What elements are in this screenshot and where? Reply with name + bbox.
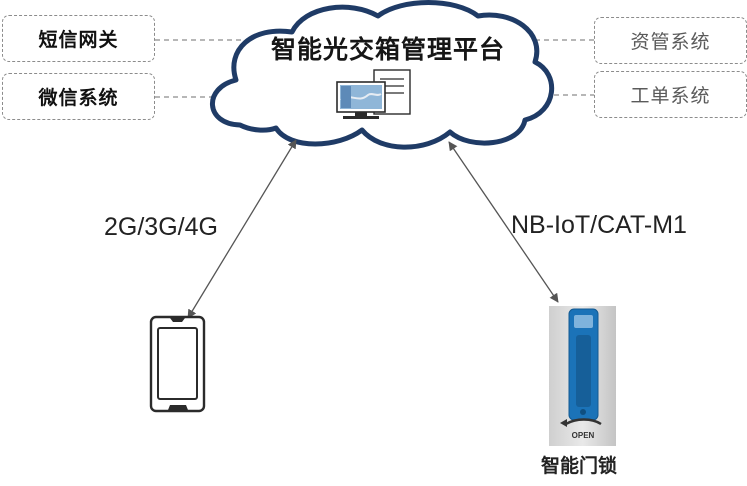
ticket-system-box: 工单系统 xyxy=(594,71,747,118)
mobile-phone-icon xyxy=(151,317,204,411)
lock-engraving-text: OPEN xyxy=(572,431,595,440)
platform-title: 智能光交箱管理平台 xyxy=(262,30,514,66)
link-label-phone: 2G/3G/4G xyxy=(104,213,218,242)
sms-gateway-label: 短信网关 xyxy=(38,25,118,52)
wechat-system-label: 微信系统 xyxy=(38,83,118,110)
asset-system-label: 资管系统 xyxy=(630,27,710,54)
ticket-system-label: 工单系统 xyxy=(630,81,710,108)
sms-gateway-box: 短信网关 xyxy=(2,15,155,62)
link-label-lock: NB-IoT/CAT-M1 xyxy=(511,211,687,240)
asset-system-box: 资管系统 xyxy=(594,17,747,64)
smart-lock-image xyxy=(549,306,616,446)
wechat-system-box: 微信系统 xyxy=(2,73,155,120)
smart-lock-caption: 智能门锁 xyxy=(529,451,629,478)
